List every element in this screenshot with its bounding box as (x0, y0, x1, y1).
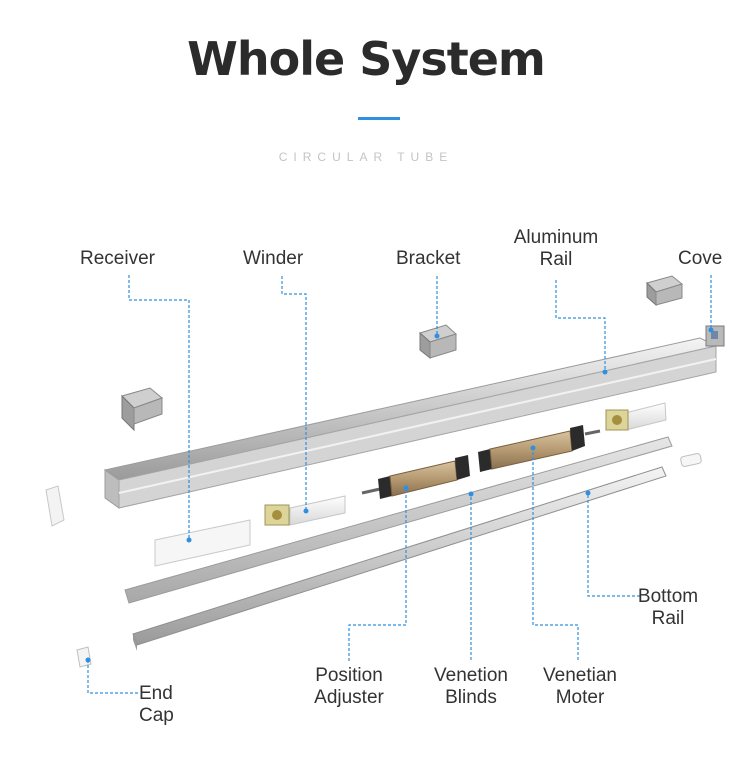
leader-venetian-moter (532, 448, 579, 660)
title-accent-bar (358, 117, 400, 120)
label-receiver: Receiver (80, 248, 155, 269)
right-end-clip (680, 453, 702, 467)
bracket-center (419, 324, 457, 360)
label-venetian-moter: Venetian Moter (543, 665, 617, 708)
leader-position-adjuster (348, 488, 407, 661)
page-title: Whole System (187, 32, 546, 86)
label-aluminum-rail: Aluminum Rail (513, 227, 599, 270)
leader-lines (87, 275, 712, 694)
end-cap-part (76, 646, 92, 668)
left-end-piece (45, 485, 65, 527)
label-venetion-blinds: Venetion Blinds (434, 665, 508, 708)
label-position-adjuster: Position Adjuster (314, 665, 384, 708)
winder-part (264, 495, 346, 526)
aluminum-rail (103, 337, 718, 509)
venetian-moter-part (478, 425, 601, 472)
leader-bottom-rail (587, 493, 640, 597)
venetian-slat (124, 436, 673, 604)
label-bracket: Bracket (396, 248, 461, 269)
bracket-right (646, 275, 684, 307)
label-cove: Cove (678, 248, 723, 269)
receiver-part (154, 519, 251, 567)
leader-receiver (128, 275, 190, 540)
leader-end-cap (87, 660, 138, 694)
cove-part (705, 325, 725, 347)
leader-winder (281, 276, 307, 511)
label-end-cap: End Cap (139, 683, 174, 726)
leader-aluminum-rail (555, 280, 606, 372)
right-tube-end (605, 402, 667, 431)
label-winder: Winder (243, 248, 304, 269)
label-bottom-rail: Bottom Rail (637, 586, 699, 629)
page-subtitle: CIRCULAR TUBE (278, 150, 454, 164)
position-adjuster-part (361, 455, 470, 499)
bracket-left (121, 387, 163, 432)
leader-dots (85, 327, 714, 663)
bottom-rail-part (132, 466, 667, 651)
